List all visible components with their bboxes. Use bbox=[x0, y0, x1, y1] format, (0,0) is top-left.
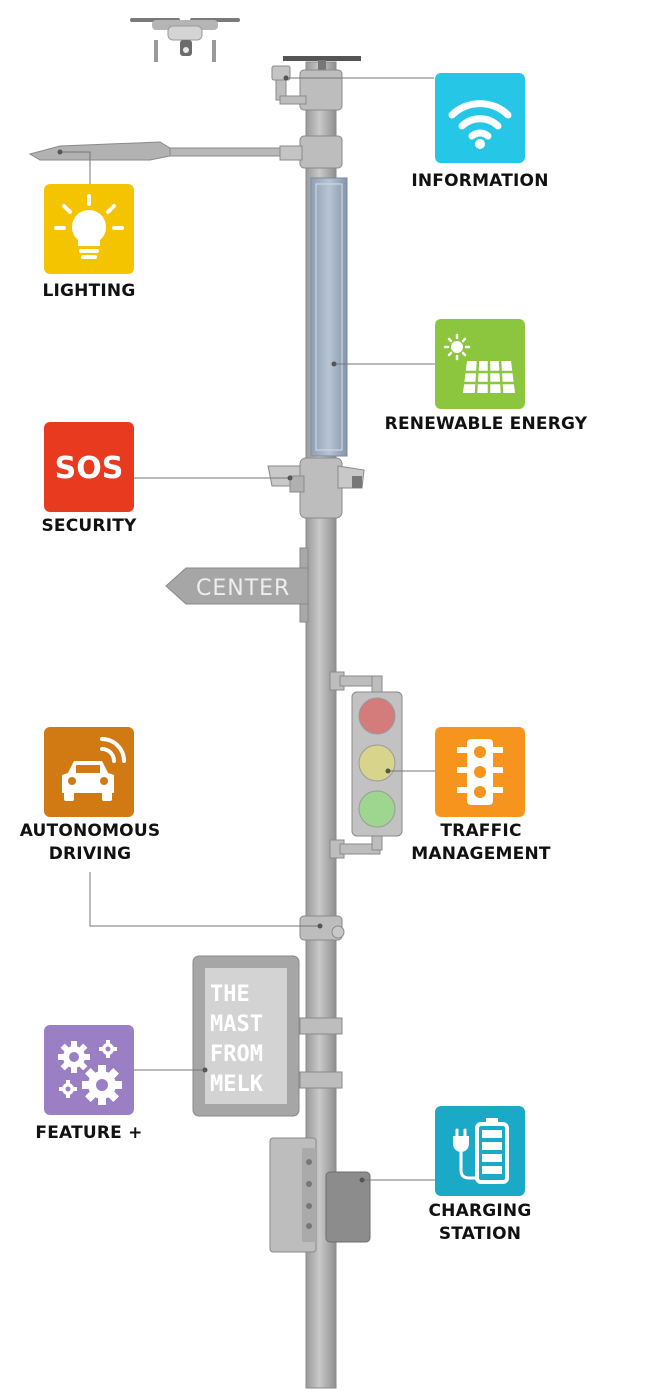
renewable-energy-tile bbox=[435, 319, 525, 409]
lighting-label: LIGHTING bbox=[42, 281, 136, 301]
charging-station-label: CHARGING STATION bbox=[404, 1200, 556, 1246]
traffic-management-label: TRAFFIC MANAGEMENT bbox=[398, 820, 564, 866]
traffic-management-label-line1: TRAFFIC bbox=[440, 821, 522, 841]
security-tile: SOS bbox=[44, 422, 134, 512]
solar-panel-icon bbox=[443, 333, 515, 394]
feature-plus-tile bbox=[44, 1025, 134, 1115]
sos-icon: SOS bbox=[55, 451, 124, 486]
solar-panel bbox=[310, 177, 348, 457]
feature-plus-label: FEATURE + bbox=[35, 1123, 143, 1143]
screen-line: MELK bbox=[210, 1072, 264, 1097]
charger-unit bbox=[325, 1171, 371, 1243]
charging-station-tile bbox=[435, 1106, 525, 1196]
sos-text: SOS bbox=[55, 451, 124, 486]
lighting-tile bbox=[44, 184, 134, 274]
traffic-light-red bbox=[358, 697, 396, 735]
renewable-energy-label: RENEWABLE ENERGY bbox=[384, 414, 588, 434]
traffic-light-yellow bbox=[358, 744, 396, 782]
charging-station-label-line2: STATION bbox=[438, 1224, 522, 1244]
connected-car-icon bbox=[62, 737, 126, 801]
traffic-light-green bbox=[358, 790, 396, 828]
security-label: SECURITY bbox=[41, 516, 137, 536]
screen-line: MAST bbox=[210, 1012, 263, 1037]
screen-line: FROM bbox=[210, 1042, 263, 1067]
sign-text: CENTER bbox=[196, 576, 290, 601]
gears-icon bbox=[58, 1040, 122, 1105]
information-tile bbox=[435, 73, 525, 163]
direction-sign bbox=[165, 567, 309, 605]
autonomous-driving-label-line1: AUTONOMOUS bbox=[19, 821, 161, 841]
autonomous-driving-tile bbox=[44, 727, 134, 817]
information-label: INFORMATION bbox=[411, 171, 549, 191]
screen-line: THE bbox=[210, 982, 250, 1007]
charging-station-label-line1: CHARGING bbox=[428, 1201, 532, 1221]
autonomous-driving-label: AUTONOMOUS DRIVING bbox=[4, 820, 176, 866]
traffic-management-label-line2: MANAGEMENT bbox=[411, 844, 551, 864]
traffic-management-tile bbox=[435, 727, 525, 817]
wifi-icon bbox=[448, 100, 512, 149]
traffic-light-icon bbox=[457, 739, 503, 805]
light-bulb-icon bbox=[54, 194, 124, 259]
ev-charger-icon bbox=[453, 1118, 509, 1184]
drone bbox=[130, 18, 240, 62]
autonomous-driving-label-line2: DRIVING bbox=[48, 844, 132, 864]
leader-lines bbox=[60, 77, 436, 1181]
